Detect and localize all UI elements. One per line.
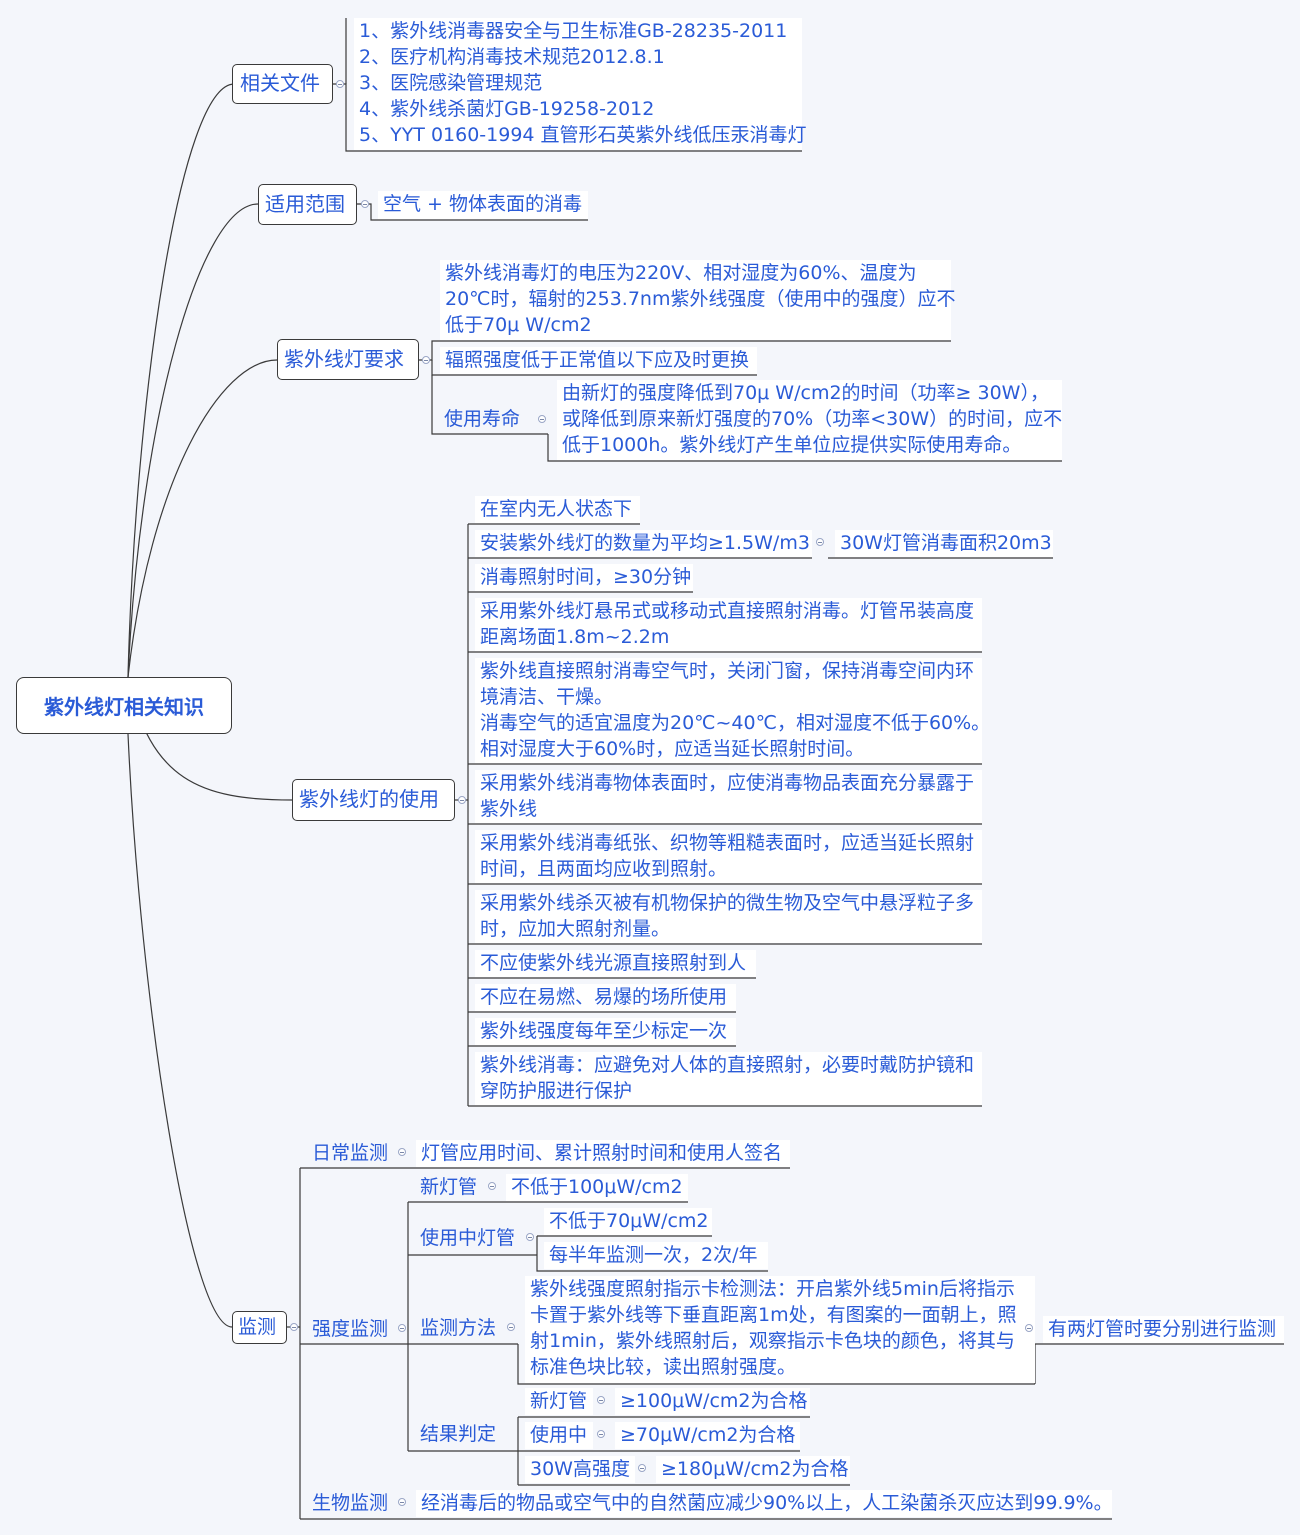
requirement-intensity: 紫外线消毒灯的电压为220V、相对湿度为60%、温度为 20℃时，辐射的253.… — [440, 260, 956, 340]
collapse-icon[interactable] — [458, 796, 466, 804]
text-line: 采用紫外线灯悬吊式或移动式直接照射消毒。灯管吊装高度 — [480, 600, 975, 622]
doc-item: 3、医院感染管理规范 — [359, 72, 543, 94]
usage-hanging: 采用紫外线灯悬吊式或移动式直接照射消毒。灯管吊装高度 距离场面1.8m~2.2m — [475, 598, 982, 651]
collapse-icon[interactable] — [398, 1498, 406, 1506]
text-line: 紫外线直接照射消毒空气时，关闭门窗，保持消毒空间内环 — [480, 660, 975, 682]
text-line: 穿防护服进行保护 — [480, 1080, 633, 1102]
collapse-icon[interactable] — [638, 1464, 646, 1472]
text-line: 采用紫外线消毒纸张、织物等粗糙表面时，应适当延长照射 — [480, 832, 975, 854]
text-line: 消毒空气的适宜温度为20℃~40℃，相对湿度不低于60%。 — [480, 712, 991, 734]
branch-usage[interactable]: 紫外线灯的使用 — [292, 779, 455, 821]
text-line: 采用紫外线消毒物体表面时，应使消毒物品表面充分暴露于 — [480, 772, 975, 794]
text-line: 相对湿度大于60%时，应适当延长照射时间。 — [480, 738, 865, 760]
usage-air: 紫外线直接照射消毒空气时，关闭门窗，保持消毒空间内环 境清洁、干燥。 消毒空气的… — [475, 658, 991, 763]
usage-quantity-detail: 30W灯管消毒面积20m3 — [835, 530, 1053, 557]
branch-requirements[interactable]: 紫外线灯要求 — [277, 339, 419, 380]
collapse-icon[interactable] — [538, 415, 546, 423]
collapse-icon[interactable] — [488, 1182, 496, 1190]
method-note: 有两灯管时要分别进行监测 — [1043, 1316, 1284, 1343]
result-30w-value: ≥180μW/cm2为合格 — [656, 1456, 850, 1483]
result-30w: 30W高强度 — [525, 1456, 635, 1483]
collapse-icon[interactable] — [507, 1323, 515, 1331]
requirement-replace: 辐照强度低于正常值以下应及时更换 — [440, 347, 757, 374]
result-in-use-value: ≥70μW/cm2为合格 — [615, 1422, 800, 1449]
collapse-icon[interactable] — [597, 1396, 605, 1404]
requirement-life[interactable]: 使用寿命 — [440, 406, 535, 433]
text-line: 低于1000h。紫外线灯产生单位应提供实际使用寿命。 — [562, 434, 1022, 456]
text-line: 低于70μ W/cm2 — [445, 314, 592, 336]
collapse-icon[interactable] — [597, 1430, 605, 1438]
text-line: 境清洁、干燥。 — [480, 686, 614, 708]
text-line: 由新灯的强度降低到70μ W/cm2的时间（功率≥ 30W）， — [562, 382, 1049, 404]
collapse-icon[interactable] — [398, 1148, 406, 1156]
text-line: 采用紫外线杀灭被有机物保护的微生物及空气中悬浮粒子多 — [480, 892, 975, 914]
usage-no-flammable: 不应在易燃、易爆的场所使用 — [475, 984, 736, 1011]
daily-monitoring[interactable]: 日常监测 — [308, 1140, 396, 1167]
collapse-icon[interactable] — [361, 200, 369, 208]
intensity-monitoring[interactable]: 强度监测 — [308, 1316, 396, 1343]
collapse-icon[interactable] — [290, 1323, 298, 1331]
text-line: 时，应加大照射剂量。 — [480, 918, 671, 940]
text-line: 时间，且两面均应收到照射。 — [480, 858, 728, 880]
collapse-icon[interactable] — [336, 80, 344, 88]
collapse-icon[interactable] — [1025, 1324, 1033, 1332]
text-line: 紫外线消毒灯的电压为220V、相对湿度为60%、温度为 — [445, 262, 917, 284]
collapse-icon[interactable] — [422, 356, 430, 364]
usage-organic: 采用紫外线杀灭被有机物保护的微生物及空气中悬浮粒子多 时，应加大照射剂量。 — [475, 890, 982, 943]
result-new-tube-value: ≥100μW/cm2为合格 — [615, 1388, 810, 1415]
branch-related-docs[interactable]: 相关文件 — [232, 64, 333, 104]
text-line: 或降低到原来新灯强度的70%（功率<30W）的时间，应不 — [562, 408, 1063, 430]
root-topic[interactable]: 紫外线灯相关知识 — [16, 677, 232, 734]
text-line: 紫外线强度照射指示卡检测法：开启紫外线5min后将指示 — [530, 1278, 1015, 1300]
in-use-tube[interactable]: 使用中灯管 — [416, 1225, 524, 1252]
branch-scope[interactable]: 适用范围 — [258, 184, 357, 225]
usage-unattended: 在室内无人状态下 — [475, 496, 640, 523]
collapse-icon[interactable] — [398, 1324, 406, 1332]
method-detail: 紫外线强度照射指示卡检测法：开启紫外线5min后将指示 卡置于紫外线等下垂直距离… — [525, 1276, 1035, 1383]
result-in-use: 使用中 — [525, 1422, 593, 1449]
text-line: 紫外线消毒：应避免对人体的直接照射，必要时戴防护镜和 — [480, 1054, 975, 1076]
usage-quantity: 安装紫外线灯的数量为平均≥1.5W/m3 — [475, 530, 812, 557]
life-detail: 由新灯的强度降低到70μ W/cm2的时间（功率≥ 30W）， 或降低到原来新灯… — [557, 380, 1062, 460]
usage-surface: 采用紫外线消毒物体表面时，应使消毒物品表面充分暴露于 紫外线 — [475, 770, 982, 823]
in-use-tube-value: 不低于70μW/cm2 — [544, 1208, 712, 1235]
doc-item: 4、紫外线杀菌灯GB-19258-2012 — [359, 98, 655, 120]
in-use-tube-frequency: 每半年监测一次，2次/年 — [544, 1242, 768, 1269]
doc-item: 5、YYT 0160-1994 直管形石英紫外线低压汞消毒灯 — [359, 124, 807, 146]
text-line: 标准色块比较，读出照射强度。 — [530, 1356, 797, 1378]
scope-text: 空气 + 物体表面的消毒 — [378, 191, 588, 219]
usage-rough: 采用紫外线消毒纸张、织物等粗糙表面时，应适当延长照射 时间，且两面均应收到照射。 — [475, 830, 982, 883]
usage-protect: 紫外线消毒：应避免对人体的直接照射，必要时戴防护镜和 穿防护服进行保护 — [475, 1052, 982, 1105]
new-tube-value: 不低于100μW/cm2 — [506, 1174, 688, 1201]
text-line: 距离场面1.8m~2.2m — [480, 626, 670, 648]
usage-no-people: 不应使紫外线光源直接照射到人 — [475, 950, 756, 977]
text-line: 射1min，紫外线照射后，观察指示卡色块的颜色，将其与 — [530, 1330, 1015, 1352]
bio-monitoring[interactable]: 生物监测 — [308, 1490, 396, 1517]
usage-time: 消毒照射时间，≥30分钟 — [475, 564, 693, 591]
text-line: 卡置于紫外线等下垂直距离1m处，有图案的一面朝上，照 — [530, 1304, 1017, 1326]
collapse-icon[interactable] — [816, 538, 824, 546]
usage-calibrate: 紫外线强度每年至少标定一次 — [475, 1018, 736, 1045]
monitoring-method[interactable]: 监测方法 — [416, 1315, 504, 1342]
new-tube[interactable]: 新灯管 — [416, 1174, 484, 1201]
doc-list: 1、紫外线消毒器安全与卫生标准GB-28235-2011 2、医疗机构消毒技术规… — [354, 18, 807, 150]
doc-item: 2、医疗机构消毒技术规范2012.8.1 — [359, 46, 665, 68]
daily-monitoring-text: 灯管应用时间、累计照射时间和使用人签名 — [416, 1140, 790, 1167]
text-line: 紫外线 — [480, 798, 538, 820]
collapse-icon[interactable] — [526, 1233, 534, 1241]
doc-item: 1、紫外线消毒器安全与卫生标准GB-28235-2011 — [359, 20, 788, 42]
text-line: 20℃时，辐射的253.7nm紫外线强度（使用中的强度）应不 — [445, 288, 956, 310]
result-new-tube: 新灯管 — [525, 1388, 593, 1415]
result-judgement[interactable]: 结果判定 — [416, 1421, 504, 1448]
bio-monitoring-text: 经消毒后的物品或空气中的自然菌应减少90%以上，人工染菌杀灭应达到99.9%。 — [416, 1490, 1113, 1517]
branch-monitoring[interactable]: 监测 — [232, 1311, 287, 1344]
